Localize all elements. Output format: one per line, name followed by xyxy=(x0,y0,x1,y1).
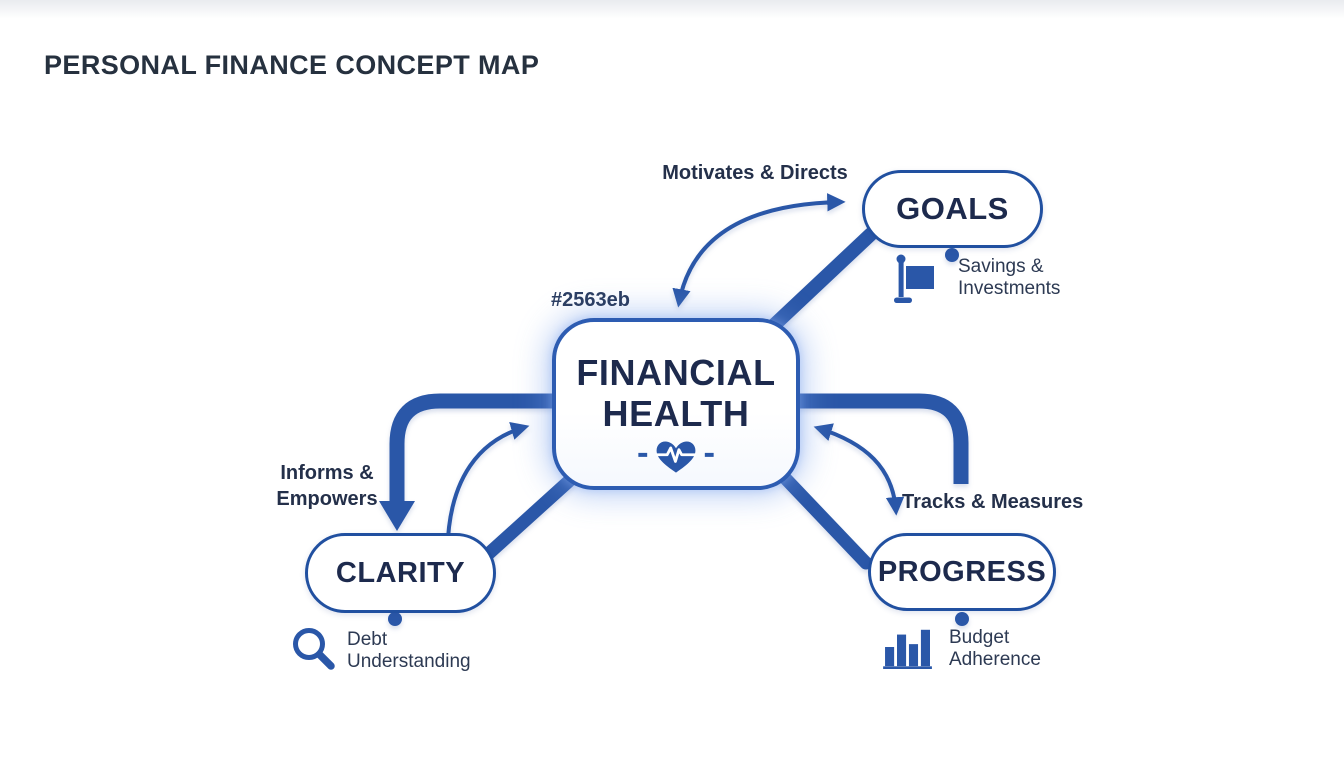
clarity-sub-label: Debt Understanding xyxy=(347,629,471,673)
edge-label-tracks-measures: Tracks & Measures xyxy=(902,491,1084,513)
goals-sub-group: Savings & Investments xyxy=(894,254,1060,304)
progress-sub-line2: Adherence xyxy=(949,649,1041,670)
clarity-sub-line1: Debt xyxy=(347,629,388,650)
node-financial-health: FINANCIAL HEALTH xyxy=(552,318,800,490)
edge-label-informs-line2: Empowers xyxy=(276,488,378,510)
edge-label-informs-line1: Informs & xyxy=(280,462,374,484)
progress-sub-label: Budget Adherence xyxy=(949,627,1041,671)
goals-sub-line1: Savings & xyxy=(958,256,1044,277)
thin-arrows xyxy=(446,193,905,539)
node-clarity: CLARITY xyxy=(305,533,496,613)
node-progress: PROGRESS xyxy=(868,533,1056,611)
arrow-center-goals-curve xyxy=(672,193,846,308)
edge-center-to-clarity-elbow xyxy=(389,393,556,503)
thick-connectors xyxy=(389,227,969,570)
goals-sub-line2: Investments xyxy=(958,278,1061,299)
goals-label: GOALS xyxy=(896,191,1009,226)
financial-health-label-line2: HEALTH xyxy=(602,393,750,434)
arrow-clarity-to-center-curve xyxy=(446,422,530,539)
progress-sub-line1: Budget xyxy=(949,627,1010,648)
financial-health-label-line1: FINANCIAL xyxy=(576,352,776,393)
clarity-sub-group: Debt Understanding xyxy=(291,626,471,673)
goals-sub-label: Savings & Investments xyxy=(958,256,1060,300)
edge-center-clarity-diagonal xyxy=(479,474,576,563)
page-title: PERSONAL FINANCE CONCEPT MAP xyxy=(44,50,540,80)
arrow-center-progress-curve xyxy=(813,423,905,516)
node-goals: GOALS xyxy=(862,170,1043,248)
thick-arrowhead-into-clarity xyxy=(379,501,415,531)
edge-center-goals-diagonal xyxy=(764,227,878,335)
clarity-connector-dot xyxy=(388,612,402,626)
edge-center-to-progress-elbow xyxy=(796,393,969,484)
clarity-label: CLARITY xyxy=(335,556,466,589)
connector-dots xyxy=(388,248,969,626)
progress-label: PROGRESS xyxy=(877,555,1047,588)
edge-label-informs-empowers: Informs & Empowers xyxy=(262,460,392,512)
heart-pulse-icon xyxy=(637,435,715,475)
top-fade-band xyxy=(0,0,1344,22)
color-hex-tag: #2563eb xyxy=(551,289,630,311)
goals-connector-dot xyxy=(945,248,959,262)
edge-center-progress-diagonal xyxy=(778,471,873,570)
progress-connector-dot xyxy=(955,612,969,626)
bar-chart-icon xyxy=(883,625,933,670)
flag-icon xyxy=(894,254,940,304)
clarity-sub-line2: Understanding xyxy=(347,651,471,672)
edge-label-motivates-directs: Motivates & Directs xyxy=(662,162,848,184)
magnifier-icon xyxy=(291,626,337,672)
progress-sub-group: Budget Adherence xyxy=(883,625,1041,671)
